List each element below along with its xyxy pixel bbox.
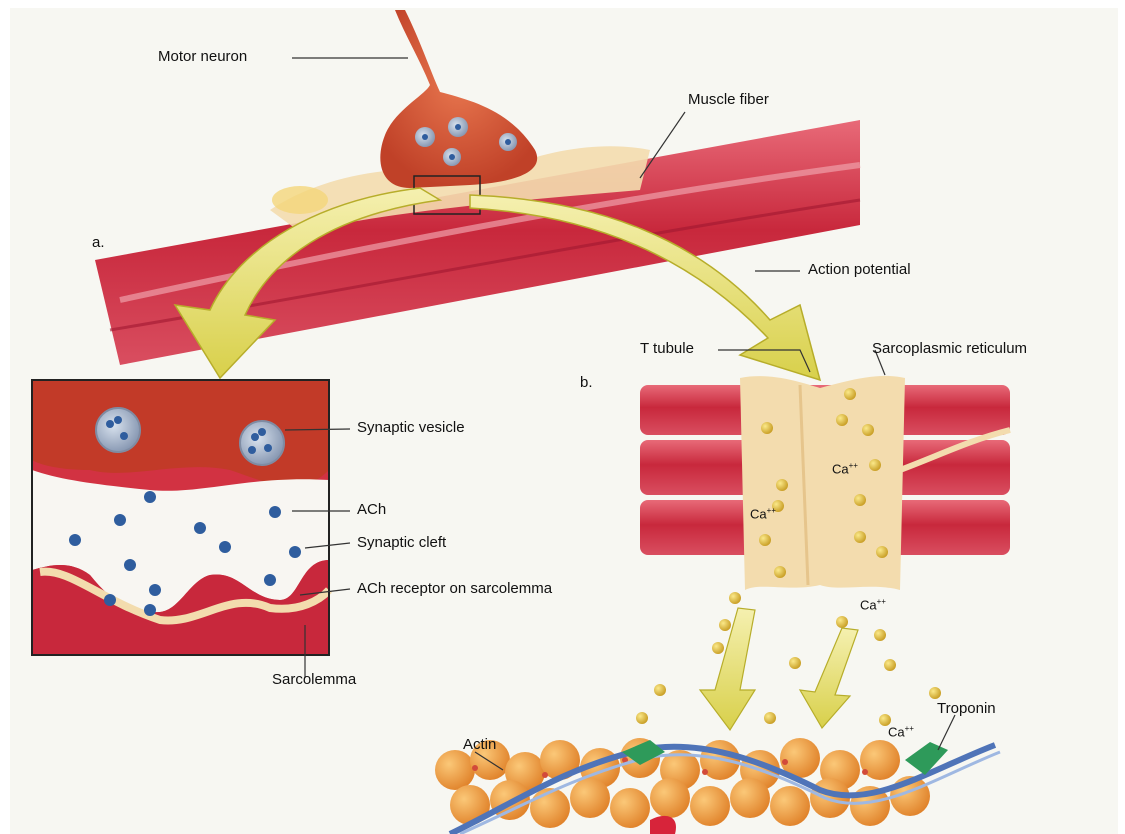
calcium-charge: ++: [849, 461, 858, 470]
calcium-label-2: Ca++: [750, 507, 776, 520]
calcium-symbol: Ca: [750, 506, 767, 521]
label-actin: Actin: [463, 737, 496, 752]
calcium-charge: ++: [767, 506, 776, 515]
calcium-label-4: Ca++: [888, 725, 914, 738]
calcium-charge: ++: [905, 724, 914, 733]
calcium-symbol: Ca: [888, 724, 905, 739]
calcium-charge: ++: [877, 597, 886, 606]
calcium-label-3: Ca++: [860, 598, 886, 611]
calcium-symbol: Ca: [832, 461, 849, 476]
panel-b-label: b.: [580, 375, 593, 390]
label-sarcoplasmic-reticulum: Sarcoplasmic reticulum: [872, 341, 1027, 356]
label-synaptic-cleft: Synaptic cleft: [357, 535, 446, 550]
label-synaptic-vesicle: Synaptic vesicle: [357, 420, 465, 435]
label-ach-receptor: ACh receptor on sarcolemma: [357, 581, 552, 596]
panel-a-label: a.: [92, 235, 105, 250]
label-sarcolemma: Sarcolemma: [272, 672, 356, 687]
label-ach: ACh: [357, 502, 386, 517]
label-t-tubule: T tubule: [640, 341, 694, 356]
calcium-label-1: Ca++: [832, 462, 858, 475]
label-muscle-fiber: Muscle fiber: [688, 92, 769, 107]
calcium-symbol: Ca: [860, 597, 877, 612]
label-action-potential: Action potential: [808, 262, 911, 277]
label-motor-neuron: Motor neuron: [158, 49, 247, 64]
synapse-inset: [32, 380, 329, 655]
label-troponin: Troponin: [937, 701, 996, 716]
